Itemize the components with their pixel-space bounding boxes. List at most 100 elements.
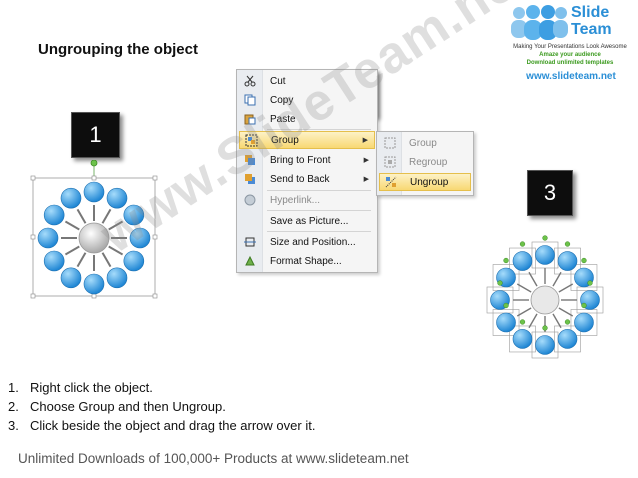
menu-item-format-shape[interactable]: Format Shape... [239, 252, 375, 270]
step-badge-1: 1 [71, 112, 120, 158]
regroup-icon [383, 155, 397, 169]
submenu-item-regroup[interactable]: Regroup [379, 153, 471, 171]
menu-item-copy[interactable]: Copy [239, 91, 375, 109]
menu-item-send-to-back[interactable]: Send to Back ▶ [239, 170, 375, 188]
rotation-handle[interactable] [503, 257, 509, 264]
instruction-step-1: 1.Right click the object. [8, 380, 153, 395]
selection-frame [570, 264, 598, 291]
menu-item-bring-to-front[interactable]: Bring to Front ▶ [239, 151, 375, 169]
selection-frame [509, 325, 536, 353]
arrow-line [101, 208, 112, 224]
submenu-arrow-icon: ▶ [363, 157, 369, 164]
menu-item-size-and-position[interactable]: Size and Position... [239, 233, 375, 251]
logo-amaze: Amaze your audience [539, 52, 601, 58]
rotation-handle[interactable] [564, 241, 571, 247]
arrow-line [64, 220, 80, 231]
arrow-line [558, 307, 574, 317]
arrow-line [528, 271, 538, 287]
arrow-line [108, 220, 124, 231]
blue-circle [123, 204, 145, 226]
arrow-line [101, 252, 112, 268]
instruction-step-3: 3.Click beside the object and drag the a… [8, 418, 316, 433]
logo-url: www.slideteam.net [526, 71, 616, 82]
arrow-line [516, 283, 532, 293]
copy-icon [243, 93, 257, 107]
scissors-icon [243, 74, 257, 88]
logo-word-team: Team [571, 21, 612, 38]
blue-circle [60, 187, 82, 209]
menu-item-save-as-picture[interactable]: Save as Picture... [239, 212, 375, 230]
arrow-line [516, 307, 532, 317]
logo-tagline: Making Your Presentations Look Awesome [513, 44, 627, 50]
menu-item-paste[interactable]: Paste [239, 110, 375, 128]
blue-circle [557, 329, 578, 349]
menu-item-label: Bring to Front [270, 154, 331, 166]
step-badge-3: 3 [527, 170, 573, 216]
slideteam-logo: Slide Team Making Your Presentations Loo… [505, 2, 637, 86]
group-submenu: Group Regroup Ungroup [376, 131, 474, 196]
rotation-handle[interactable] [542, 325, 548, 331]
menu-item-group[interactable]: Group ▶ [239, 131, 375, 149]
arrow-line [64, 245, 80, 256]
blue-circle [60, 267, 82, 289]
page-title: Ungrouping the object [38, 41, 198, 58]
ungroup-icon [384, 175, 398, 189]
send-to-back-icon [243, 172, 257, 186]
submenu-item-label: Regroup [409, 156, 448, 168]
submenu-item-group[interactable]: Group [379, 134, 471, 152]
selection-frame [509, 247, 536, 275]
menu-item-label: Copy [270, 94, 294, 106]
blue-circle [106, 187, 128, 209]
hyperlink-icon [243, 193, 257, 207]
rotation-handle[interactable] [519, 241, 526, 247]
submenu-arrow-icon: ▶ [363, 176, 369, 183]
rotation-handle[interactable] [542, 235, 548, 241]
arrow-line [76, 208, 87, 224]
menu-item-label: Save as Picture... [270, 215, 349, 227]
blue-circle [43, 250, 65, 272]
blue-circle [574, 312, 594, 333]
arrow-line [552, 313, 562, 329]
selection-frame [570, 309, 598, 336]
blue-circle [535, 335, 555, 355]
group-icon [383, 136, 397, 150]
rotation-handle[interactable] [503, 302, 509, 309]
footer-text: Unlimited Downloads of 100,000+ Products… [18, 451, 409, 466]
format-shape-icon [243, 254, 257, 268]
submenu-item-label: Group [409, 137, 437, 149]
arrow-line [528, 313, 538, 329]
rotation-handle[interactable] [497, 280, 503, 286]
group-icon [244, 133, 258, 147]
blue-circle [557, 251, 578, 271]
submenu-arrow-icon: ▶ [362, 137, 368, 144]
blue-circle [535, 245, 555, 265]
grouped-circle-diagram[interactable] [30, 160, 160, 300]
blue-circle [123, 250, 145, 272]
instruction-list: 1.Right click the object. 2.Choose Group… [8, 378, 315, 435]
submenu-item-label: Ungroup [410, 176, 449, 188]
blue-circle [512, 251, 533, 271]
menu-item-label: Size and Position... [270, 236, 356, 248]
blue-circle [496, 312, 516, 333]
arrow-line [558, 283, 574, 293]
rotation-handle[interactable] [587, 280, 593, 286]
menu-item-cut[interactable]: Cut [239, 72, 375, 90]
rotation-handle[interactable] [581, 302, 587, 309]
blue-circle [129, 227, 151, 249]
rotation-handle[interactable] [519, 319, 526, 325]
submenu-item-ungroup[interactable]: Ungroup [379, 173, 471, 191]
rotation-handle[interactable] [564, 319, 571, 325]
menu-item-label: Format Shape... [270, 255, 342, 267]
rotation-handle[interactable] [581, 257, 587, 264]
selection-frame [554, 247, 581, 275]
blue-circle [43, 204, 65, 226]
menu-item-hyperlink[interactable]: Hyperlink... [239, 191, 375, 209]
blue-circle [83, 181, 105, 203]
blue-circle [106, 267, 128, 289]
context-menu: Cut Copy Paste Group ▶ Bring to Front ▶ … [236, 69, 378, 273]
menu-item-label: Group [271, 134, 299, 146]
ungrouped-circle-diagram[interactable] [478, 230, 612, 368]
people-logo-icon [511, 5, 568, 40]
menu-item-label: Hyperlink... [270, 194, 321, 206]
blue-circle [512, 329, 533, 349]
